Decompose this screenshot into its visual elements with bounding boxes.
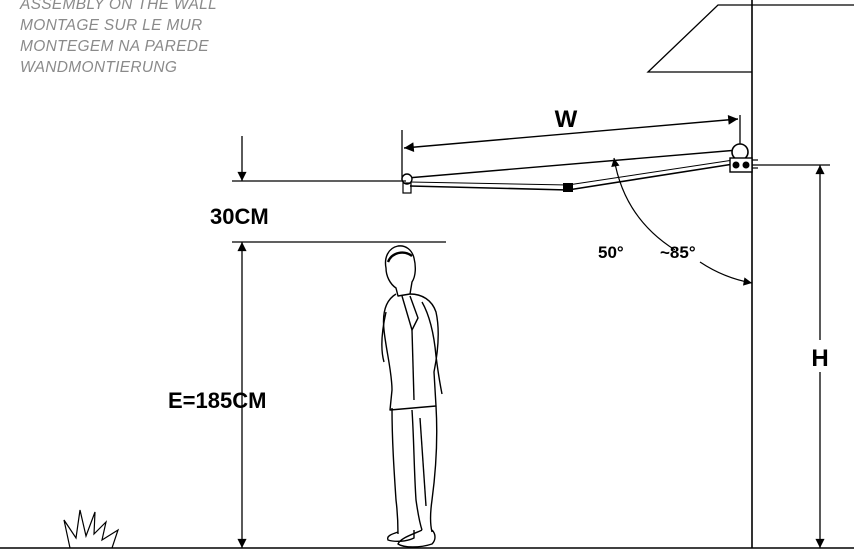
angle-indicator: 50° ~85° xyxy=(598,157,753,286)
assembly-captions: ASSEMBLY ON THE WALL MONTAGE SUR LE MUR … xyxy=(20,0,217,78)
angle-max-label: ~85° xyxy=(660,243,696,262)
caption-english: ASSEMBLY ON THE WALL xyxy=(20,0,217,13)
person-height-dimension: E=185CM xyxy=(168,262,266,548)
caption-german: WANDMONTIERUNG xyxy=(20,59,178,76)
clearance-label: 30CM xyxy=(210,204,269,229)
wall-bracket xyxy=(729,143,758,173)
mount-height-label: H xyxy=(811,345,828,372)
clearance-dimension: 30CM xyxy=(210,136,446,262)
width-dimension: W xyxy=(401,106,741,180)
caption-french: MONTAGE SUR LE MUR xyxy=(20,17,203,34)
wall xyxy=(646,0,854,548)
person-figure xyxy=(381,245,443,548)
angle-min-label: 50° xyxy=(598,243,624,262)
awning-arms xyxy=(401,149,741,194)
mount-height-dimension: H xyxy=(752,164,832,548)
person-height-label: E=185CM xyxy=(168,388,266,413)
width-label: W xyxy=(555,106,578,133)
grass-tuft xyxy=(63,509,120,549)
caption-portuguese: MONTEGEM NA PAREDE xyxy=(20,38,209,55)
